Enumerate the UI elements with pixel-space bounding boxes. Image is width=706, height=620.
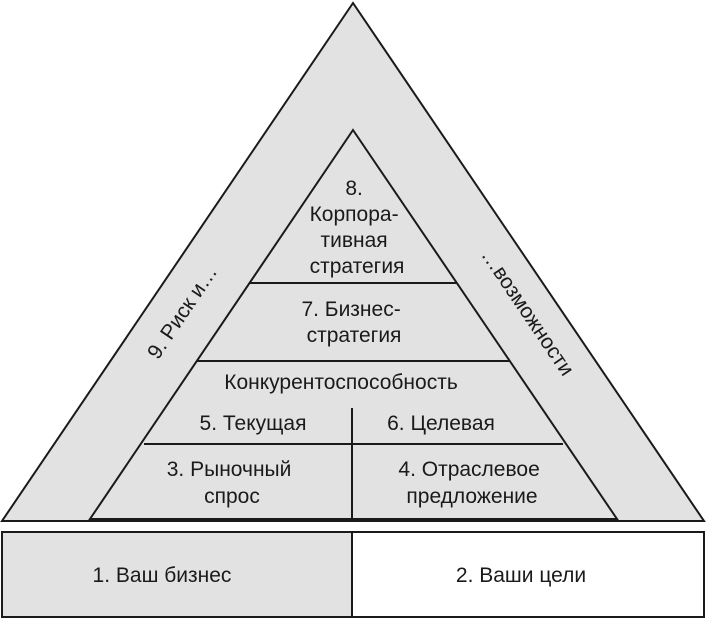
industry-supply-line-2: предложение: [406, 485, 537, 508]
target-label: 6. Целевая: [387, 412, 495, 435]
inner-pyramid: [88, 128, 619, 520]
industry-supply-line-1: 4. Отраслевое: [398, 458, 539, 481]
base-box-left: [1, 531, 353, 618]
top-layer-label: 8. Корпора- тивная стратегия: [310, 177, 405, 278]
business-line-2: стратегия: [307, 324, 402, 347]
market-demand-line-2: спрос: [204, 485, 260, 508]
current-label: 5. Текущая: [200, 412, 307, 435]
market-demand-line-1: 3. Рыночный: [167, 458, 292, 481]
top-line-4: стратегия: [310, 255, 405, 278]
base-box-right: [351, 531, 705, 618]
top-line-2: Корпора-: [310, 203, 399, 226]
competitiveness-label: Конкурентоспособность: [224, 371, 458, 394]
top-line-1: 8.: [345, 177, 363, 200]
business-line-1: 7. Бизнес-: [301, 298, 400, 321]
base-left-label: 1. Ваш бизнес: [93, 564, 232, 587]
industry-supply-label: 4. Отраслевое предложение: [398, 458, 545, 508]
top-line-3: тивная: [321, 229, 388, 252]
business-layer-label: 7. Бизнес- стратегия: [301, 298, 406, 347]
market-demand-label: 3. Рыночный спрос: [167, 458, 297, 508]
base-right-label: 2. Ваши цели: [456, 564, 586, 587]
